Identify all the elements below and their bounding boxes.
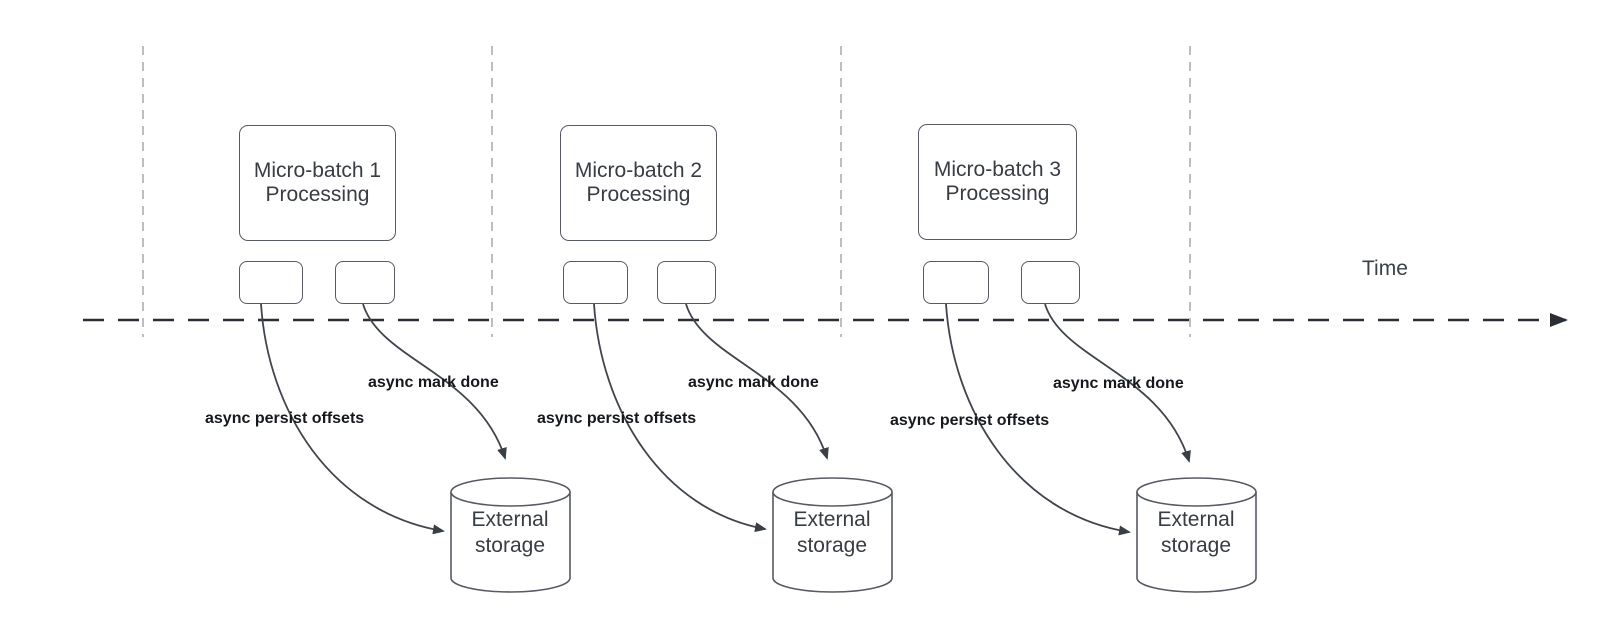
external-storage-label-1: External storage bbox=[471, 508, 549, 557]
persist-offsets-arrow-3 bbox=[945, 303, 1131, 536]
persist-offsets-task-box-1 bbox=[239, 261, 303, 304]
micro-batch-3-processing-box: Micro-batch 3 Processing bbox=[918, 124, 1077, 240]
persist-offsets-edge-label-2: async persist offsets bbox=[537, 410, 697, 427]
mark-done-arrow-2 bbox=[685, 303, 829, 460]
micro-batch-2-processing-box: Micro-batch 2 Processing bbox=[560, 125, 717, 241]
micro-batch-3-processing-label: Micro-batch 3 Processing bbox=[933, 158, 1062, 205]
persist-offsets-arrow-1 bbox=[260, 303, 445, 535]
mark-done-edge-label-1: async mark done bbox=[368, 374, 499, 391]
mark-done-task-box-2 bbox=[657, 261, 716, 304]
micro-batch-1-processing-box: Micro-batch 1 Processing bbox=[239, 125, 396, 241]
external-storage-label-3: External storage bbox=[1157, 508, 1235, 557]
mark-done-edge-label-3: async mark done bbox=[1053, 375, 1184, 392]
mark-done-arrow-1 bbox=[362, 303, 507, 460]
mark-done-task-box-1 bbox=[335, 261, 395, 304]
external-storage-cylinder-3 bbox=[1136, 477, 1257, 593]
external-storage-cylinder-2 bbox=[772, 477, 893, 593]
mark-done-task-box-3 bbox=[1021, 261, 1080, 304]
persist-offsets-edge-label-3: async persist offsets bbox=[890, 412, 1050, 429]
persist-offsets-arrow-2 bbox=[593, 303, 767, 533]
persist-offsets-task-box-2 bbox=[563, 261, 628, 304]
mark-done-arrow-3 bbox=[1044, 303, 1191, 463]
external-storage-label-2: External storage bbox=[793, 508, 871, 557]
micro-batch-1-processing-label: Micro-batch 1 Processing bbox=[253, 159, 382, 206]
persist-offsets-task-box-3 bbox=[923, 261, 989, 304]
micro-batch-2-processing-label: Micro-batch 2 Processing bbox=[574, 159, 703, 206]
external-storage-cylinder-1 bbox=[450, 477, 571, 593]
mark-done-edge-label-2: async mark done bbox=[688, 374, 819, 391]
time-axis-label: Time bbox=[1362, 257, 1408, 280]
persist-offsets-edge-label-1: async persist offsets bbox=[205, 410, 365, 427]
